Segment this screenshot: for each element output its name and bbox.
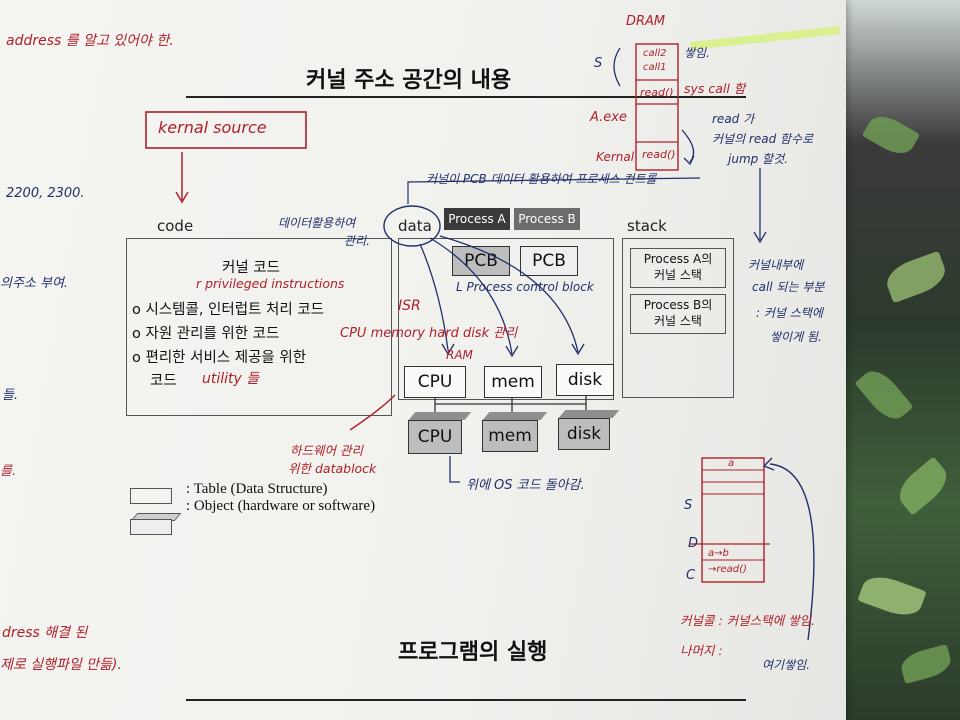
diagram-lines [145, 43, 815, 641]
note-top-left: address 를 알고 있어야 한. [6, 33, 174, 49]
note-left-4: 를. [0, 464, 17, 479]
kernel-code-box [126, 238, 392, 416]
note-kernel-source: kernal source [158, 118, 267, 137]
stack-b-box [630, 294, 726, 334]
note-kernel-read: read() [642, 148, 676, 161]
note-cpu-mem: CPU memory hard disk 관리 [340, 326, 518, 341]
note-kernel-label: Kernal [596, 150, 635, 164]
note-pcb: L Process control block [456, 280, 594, 294]
note-a-exe: A.exe [590, 110, 627, 125]
note-read-call: read() [640, 86, 674, 99]
textbook-page: 커널 주소 공간의 내용 프로그램의 실행 code data stack 커널… [0, 0, 846, 720]
stack-a-box [630, 248, 726, 288]
note-call1: call1 [643, 62, 667, 73]
stack-a-line2: 커널 스택 [654, 268, 702, 282]
note-s-mark: S [594, 56, 603, 71]
note-pcb-control: 커널이 PCB 데이터 활용하여 프로세스 컨트롤 [426, 172, 657, 186]
leaf-decoration [857, 570, 927, 622]
note-left-1: 2200, 2300. [6, 186, 85, 201]
note-call2: call2 [643, 48, 667, 59]
mem-code-1: a→b [708, 548, 729, 559]
bottom-rule [186, 699, 746, 701]
note-kernel-inside-1: 커널내부에 [748, 258, 804, 272]
cpu-object: CPU [408, 420, 462, 454]
note-kernel-inside-4: 쌓이게 됨. [770, 330, 822, 344]
mem-table-box: mem [484, 366, 542, 398]
leaf-decoration [881, 250, 951, 304]
disk-table-box: disk [556, 364, 614, 396]
note-utility: utility 들 [202, 371, 260, 387]
data-label: data [398, 217, 432, 235]
mem-code-2: →read() [708, 564, 747, 575]
cpu-table-box: CPU [404, 366, 466, 398]
note-hw-manage-2: 위한 datablock [288, 461, 377, 476]
pcb-b-box: PCB [520, 246, 578, 276]
note-stacked: 쌓임. [684, 46, 710, 60]
note-rest: 나머지 : [680, 643, 723, 658]
legend-object-icon [130, 519, 172, 535]
note-left-6: 제로 실행파일 만듦). [0, 657, 122, 673]
mem-label-c: C [686, 568, 696, 583]
process-b-tab: Process B [514, 208, 580, 230]
note-isr: ISR [398, 298, 421, 314]
note-kernel-inside-3: : 커널 스택에 [756, 306, 823, 320]
kernel-data-box [398, 238, 614, 400]
note-left-3: 들. [2, 388, 19, 403]
legend-object: : Object (hardware or software) [186, 498, 376, 514]
stack-b-line1: Process B의 [643, 298, 713, 312]
note-data-use-2: 관리. [344, 234, 370, 248]
kernel-code-title: 커널 코드 [222, 260, 280, 276]
section-title: 프로그램의 실행 [398, 640, 548, 665]
mem-object: mem [482, 420, 538, 452]
leaf-decoration [854, 363, 914, 427]
disk-object: disk [558, 418, 610, 450]
note-privileged: r privileged instructions [196, 276, 345, 291]
note-read-2: 커널의 read 함수로 [712, 132, 814, 146]
process-a-tab: Process A [444, 208, 510, 230]
note-left-5: dress 해결 된 [2, 625, 88, 641]
note-dram: DRAM [626, 14, 666, 29]
stack-a-line1: Process A의 [643, 252, 713, 266]
note-kernel-inside-2: call 되는 부분 [752, 280, 825, 294]
code-label: code [157, 217, 194, 235]
stack-b-line2: 커널 스택 [654, 314, 702, 328]
bullet-service: o 편리한 서비스 제공을 위한 [132, 350, 307, 366]
legend-table-icon [130, 488, 172, 504]
note-left-2: 의주소 부여. [0, 276, 69, 291]
note-os-code: 위에 OS 코드 돌아감. [466, 478, 585, 493]
bullet-syscall: o 시스템콜, 인터럽트 처리 코드 [132, 302, 324, 318]
bullet-resource: o 자원 관리를 위한 코드 [132, 326, 280, 342]
stack-label: stack [627, 217, 667, 235]
mem-label-s: S [684, 498, 693, 513]
leaf-decoration [861, 109, 921, 161]
note-read-3: jump 할것. [728, 152, 788, 166]
legend-table: : Table (Data Structure) [186, 481, 328, 497]
kernel-stack-box [622, 238, 734, 398]
note-read-1: read 가 [712, 112, 755, 126]
leaf-decoration [892, 456, 954, 516]
note-ram: RAM [446, 348, 473, 362]
title-rule [186, 96, 746, 98]
mem-a: a [728, 458, 735, 469]
page-title: 커널 주소 공간의 내용 [306, 68, 512, 93]
background-photo [846, 0, 960, 720]
leaf-decoration [898, 644, 954, 684]
note-hw-manage-1: 하드웨어 관리 [290, 443, 363, 458]
note-syscall: sys call 함 [684, 81, 746, 96]
note-kernel-call: 커널콜 : 커널스택에 쌓임. [680, 613, 816, 628]
bullet-service-cont: 코드 [150, 373, 177, 389]
pcb-a-box: PCB [452, 246, 510, 276]
note-data-use-1: 데이터활용하여 [278, 216, 356, 230]
note-here: 여기쌓임. [762, 658, 810, 672]
mem-label-d: D [688, 536, 699, 551]
